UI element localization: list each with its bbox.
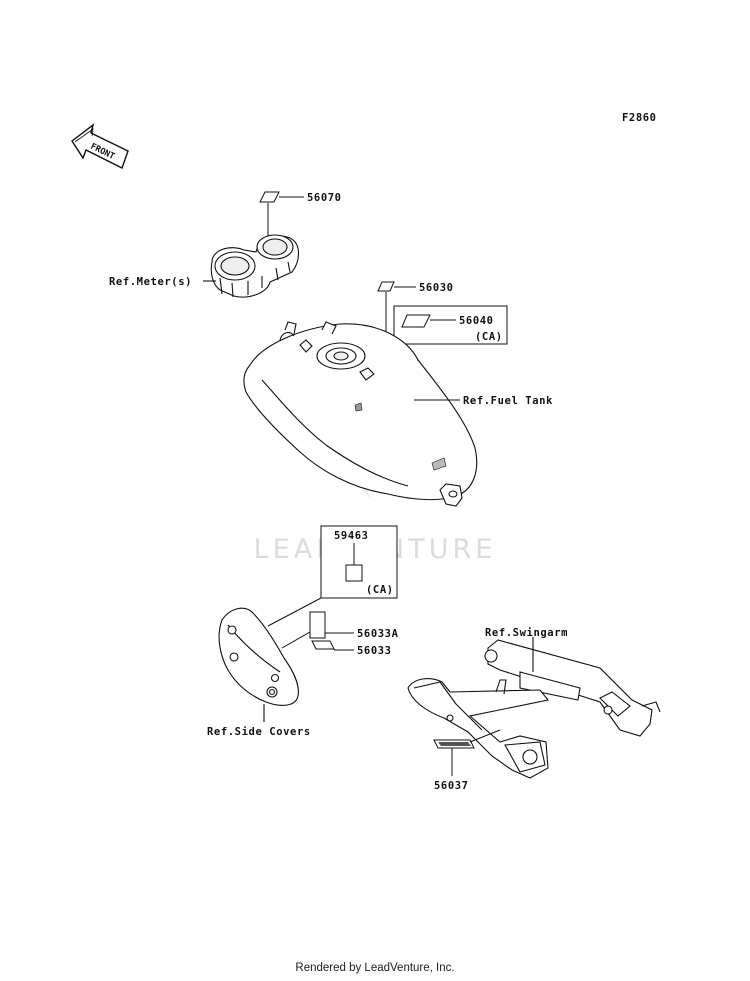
part-56033a-label: 56033A	[357, 628, 399, 640]
ref-swingarm-label: Ref.Swingarm	[485, 627, 568, 639]
front-arrow-icon: FRONT	[71, 123, 129, 169]
decal-56037	[433, 729, 501, 776]
part-59463-label: 59463	[334, 530, 369, 542]
ca-note-1: (CA)	[475, 331, 503, 343]
figure-code: F2860	[622, 112, 657, 124]
fuel-tank	[243, 321, 478, 507]
part-56037-label: 56037	[434, 780, 469, 792]
part-56040-label: 56040	[459, 315, 494, 327]
decal-56040-box	[393, 305, 508, 358]
footer-credit: Rendered by LeadVenture, Inc.	[295, 962, 455, 974]
part-56070-label: 56070	[307, 192, 342, 204]
decal-56033-set	[281, 611, 354, 651]
ref-meter-label: Ref.Meter(s)	[109, 276, 192, 288]
swingarm	[407, 637, 661, 779]
decal-59463-box	[267, 525, 398, 627]
part-56030-label: 56030	[419, 282, 454, 294]
ca-note-2: (CA)	[366, 584, 394, 596]
meter-assembly	[203, 234, 300, 298]
ref-fuel-tank-label: Ref.Fuel Tank	[463, 395, 553, 407]
ref-side-covers-label: Ref.Side Covers	[207, 726, 311, 738]
side-cover	[218, 607, 299, 722]
part-56033-label: 56033	[357, 645, 392, 657]
